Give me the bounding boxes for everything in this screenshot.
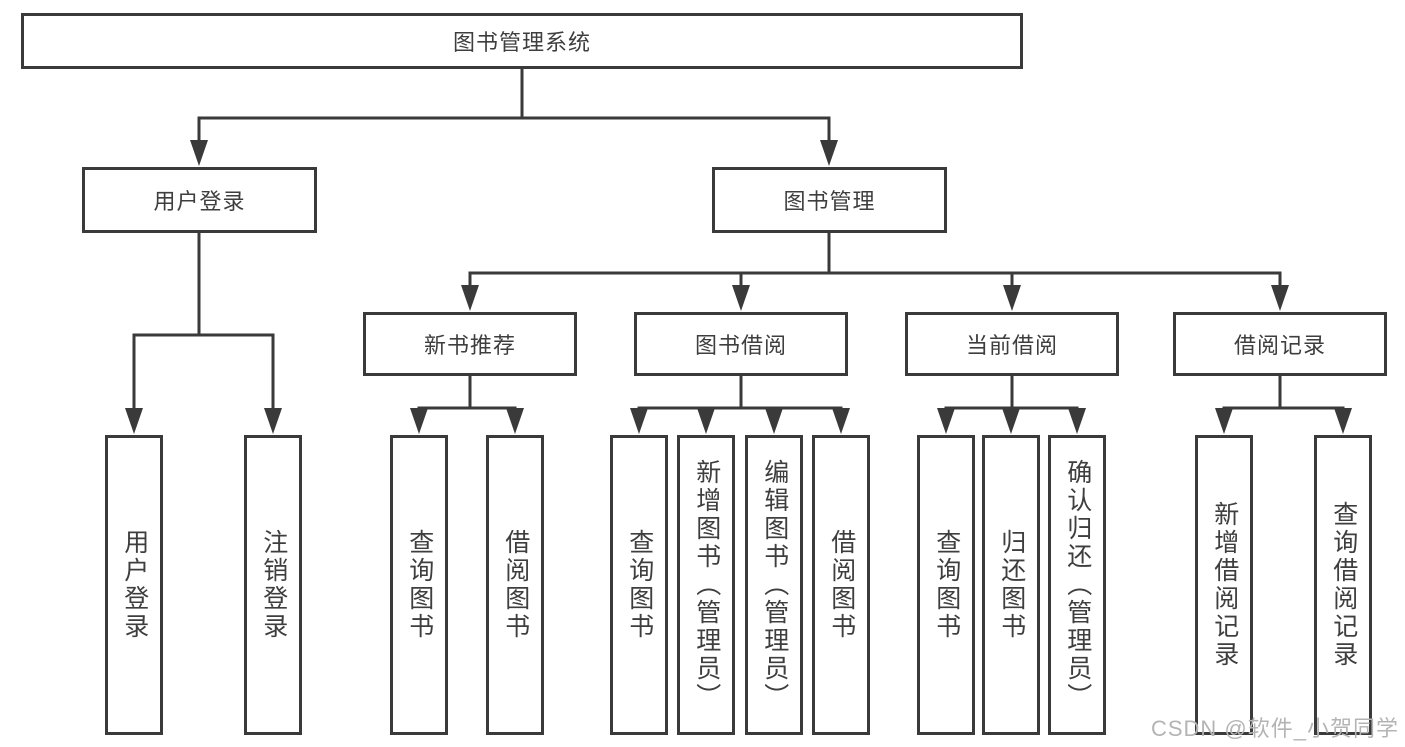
- leaf-user-login-label: 用户登录: [120, 529, 149, 641]
- leaf-nbr-query-books: 查询图书: [390, 435, 448, 735]
- connector-current-borrow-to-leaves: [937, 376, 1086, 434]
- connector-new-book-recommend-to-leaves: [410, 376, 524, 434]
- leaf-cb-confirm-return-admin: 确认归还（管理员）: [1048, 435, 1106, 735]
- connector-book-management-to-sections: [461, 233, 1289, 311]
- root-label: 图书管理系统: [452, 30, 591, 55]
- section-new-book-recommend-label: 新书推荐: [423, 333, 516, 358]
- leaf-nbr-borrow-books: 借阅图书: [486, 435, 544, 735]
- leaf-user-login: 用户登录: [105, 435, 163, 735]
- root-box: 图书管理系统: [21, 13, 1023, 69]
- leaf-br-add-record-label: 新增借阅记录: [1210, 501, 1239, 669]
- leaf-bb-edit-books-admin: 编辑图书（管理员）: [745, 435, 803, 735]
- section-book-borrow: 图书借阅: [634, 312, 848, 376]
- leaf-cb-query-books-label: 查询图书: [932, 529, 961, 641]
- leaf-cb-return-books-label: 归还图书: [997, 529, 1026, 641]
- leaf-cb-query-books: 查询图书: [917, 435, 975, 735]
- section-current-borrow-label: 当前借阅: [965, 333, 1058, 358]
- leaf-nbr-borrow-books-label: 借阅图书: [501, 529, 530, 641]
- connector-root-to-branches: [190, 69, 838, 166]
- leaf-cb-return-books: 归还图书: [982, 435, 1040, 735]
- branch-book-management: 图书管理: [712, 167, 947, 233]
- leaf-logout-label: 注销登录: [259, 529, 288, 641]
- section-new-book-recommend: 新书推荐: [363, 312, 577, 376]
- leaf-cb-confirm-return-admin-label: 确认归还（管理员）: [1063, 459, 1092, 711]
- section-book-borrow-label: 图书借阅: [694, 333, 787, 358]
- leaf-nbr-query-books-label: 查询图书: [405, 529, 434, 641]
- branch-user-login: 用户登录: [82, 167, 317, 233]
- leaf-bb-borrow-books-label: 借阅图书: [827, 529, 856, 641]
- leaf-logout: 注销登录: [244, 435, 302, 735]
- leaf-bb-add-books-admin-label: 新增图书（管理员）: [692, 459, 721, 711]
- connector-user-login-to-leaves: [125, 233, 282, 434]
- section-current-borrow: 当前借阅: [905, 312, 1119, 376]
- leaf-br-query-record: 查询借阅记录: [1314, 435, 1372, 735]
- leaf-bb-query-books-label: 查询图书: [625, 529, 654, 641]
- leaf-bb-borrow-books: 借阅图书: [812, 435, 870, 735]
- section-borrow-records-label: 借阅记录: [1233, 333, 1326, 358]
- leaf-bb-add-books-admin: 新增图书（管理员）: [677, 435, 735, 735]
- section-borrow-records: 借阅记录: [1173, 312, 1387, 376]
- leaf-br-query-record-label: 查询借阅记录: [1329, 501, 1358, 669]
- branch-book-management-label: 图书管理: [783, 189, 876, 214]
- leaf-bb-edit-books-admin-label: 编辑图书（管理员）: [760, 459, 789, 711]
- branch-user-login-label: 用户登录: [153, 189, 246, 214]
- leaf-bb-query-books: 查询图书: [610, 435, 668, 735]
- connector-book-borrow-to-leaves: [630, 376, 850, 434]
- connector-borrow-records-to-leaves: [1215, 376, 1352, 434]
- csdn-watermark: CSDN @软件_小贺同学: [1150, 716, 1399, 741]
- leaf-br-add-record: 新增借阅记录: [1195, 435, 1253, 735]
